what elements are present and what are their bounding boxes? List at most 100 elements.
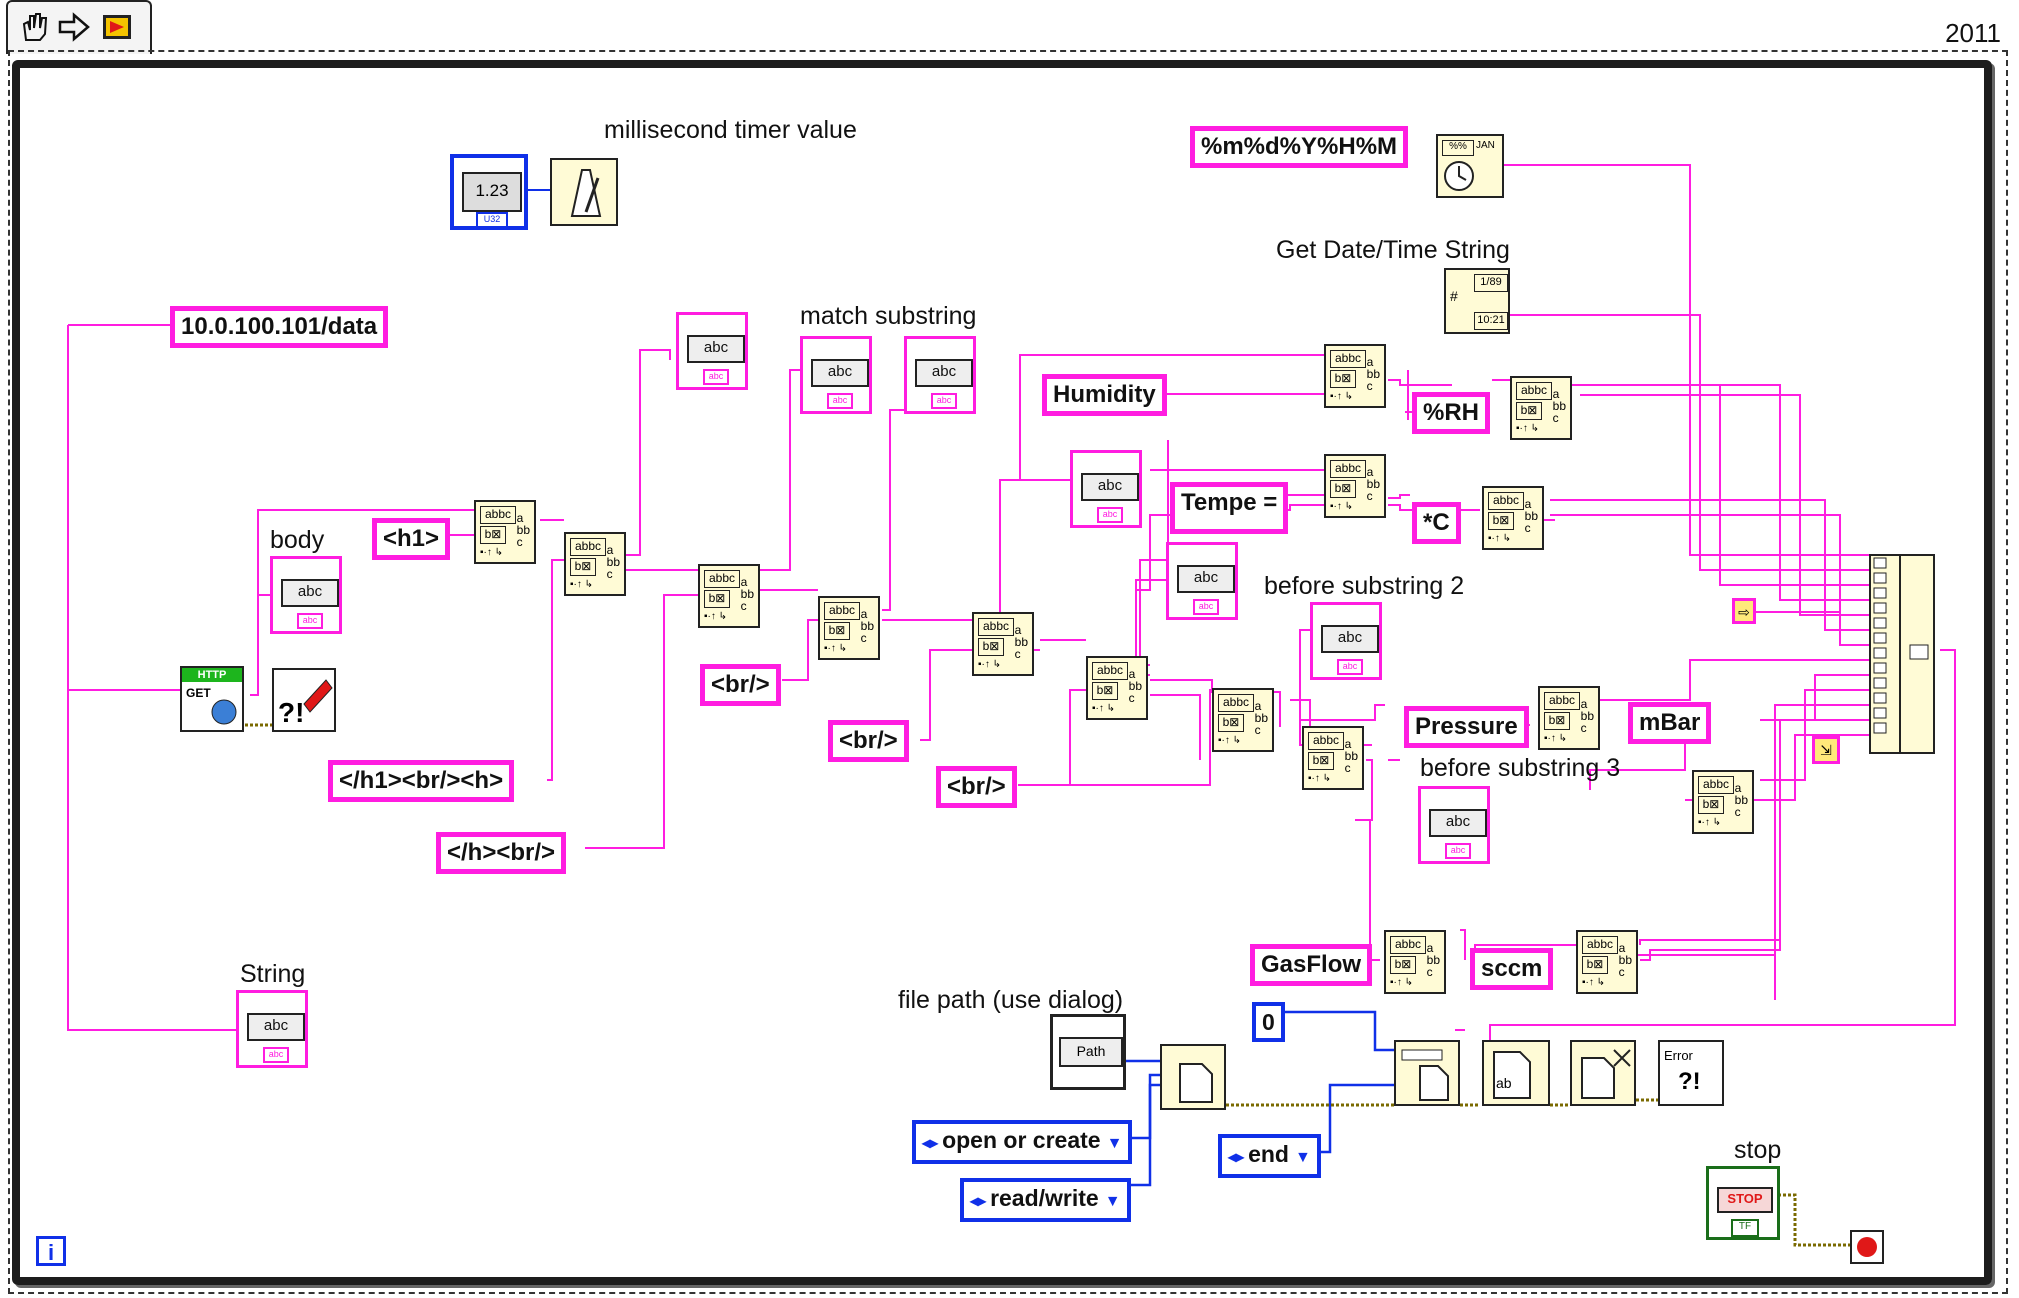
clear-errors-node[interactable]: ?! [272,668,336,732]
mbar-unit-constant[interactable]: mBar [1628,702,1712,744]
read-write-enum[interactable]: ◂▸read/write ▼ [960,1178,1131,1222]
end-value: end [1248,1141,1289,1167]
chevron-down-icon[interactable]: ▼ [1106,1135,1123,1152]
network-globe-icon [211,699,237,725]
http-get-node[interactable]: HTTP GET [180,666,244,732]
open-create-replace-file-node[interactable] [1160,1044,1226,1110]
write-file-icon: ab [1493,1051,1531,1099]
enum-arrows-icon: ◂▸ [922,1135,939,1152]
highlight-execution-icon[interactable] [100,10,136,44]
hash-icon: # [1450,288,1458,304]
datetime-format-constant[interactable]: %m%d%Y%H%M [1190,126,1409,168]
version-year: 2011 [1945,18,2001,48]
array-to-spreadsheet-icon[interactable]: ⇲ [1812,736,1840,764]
clock-icon [1444,161,1474,191]
br-constant-3[interactable]: <br/> [936,766,1017,808]
offset-zero-constant[interactable]: 0 [1252,1002,1285,1042]
hand-icon[interactable] [16,10,52,44]
end-enum[interactable]: ◂▸end ▼ [1218,1134,1321,1178]
tick-count-metronome-icon[interactable] [550,158,618,226]
eraser-icon: ?! [278,679,333,728]
run-arrow-icon[interactable] [56,10,92,44]
before-substring-3-label: before substring 3 [1420,754,1621,782]
timer-indicator[interactable]: 1.23 U32 [450,154,528,230]
h-close-constant[interactable]: </h><br/> [436,832,567,874]
calendar-icon: %% [1442,140,1474,156]
read-write-value: read/write [990,1185,1099,1211]
enum-arrows-icon: ◂▸ [1228,1149,1245,1166]
set-file-position-node[interactable] [1394,1040,1460,1106]
file-icon [1179,1063,1213,1103]
svg-text:ab: ab [1496,1075,1512,1091]
br-constant-1[interactable]: <br/> [700,664,781,706]
bundle-input-icon[interactable]: ⇨ [1732,598,1756,624]
match-substring-label: match substring [800,302,977,330]
enum-arrows-icon: ◂▸ [970,1193,987,1210]
diagram-boundary [8,50,2008,1294]
simple-error-handler-node[interactable]: Error ?! [1658,1040,1724,1106]
get-datetime-label: Get Date/Time String [1276,236,1510,264]
svg-text:?!: ?! [278,697,304,728]
open-or-create-enum[interactable]: ◂▸open or create ▼ [912,1120,1133,1164]
close-file-icon [1581,1049,1631,1099]
gasflow-constant[interactable]: GasFlow [1250,944,1373,986]
while-loop-frame [12,60,1992,1285]
chevron-down-icon[interactable]: ▼ [1104,1193,1121,1210]
chevron-down-icon[interactable]: ▼ [1294,1149,1311,1166]
file-path-control[interactable]: Path [1050,1014,1126,1090]
stop-label: stop [1734,1136,1782,1164]
open-or-create-value: open or create [942,1127,1101,1153]
ip-constant[interactable]: 10.0.100.101/data [170,306,389,348]
humidity-constant[interactable]: Humidity [1042,374,1167,416]
error-question-icon: ?! [1678,1068,1701,1095]
iteration-terminal[interactable]: i [36,1236,66,1266]
sccm-unit-constant[interactable]: sccm [1470,948,1554,990]
ms-timer-label: millisecond timer value [604,116,857,144]
rh-unit-constant[interactable]: %RH [1412,392,1491,434]
toolbar-tab [6,0,152,54]
get-datetime-string-node[interactable]: 1/89 10:21 # [1444,268,1510,334]
write-text-file-node[interactable]: ab [1482,1040,1550,1106]
stop-button-control[interactable]: STOP TF [1706,1166,1780,1240]
loop-condition-terminal[interactable] [1850,1230,1884,1264]
body-label: body [270,526,325,554]
br-constant-2[interactable]: <br/> [828,720,909,762]
close-file-node[interactable] [1570,1040,1636,1106]
stop-circle-icon [1857,1237,1877,1257]
string-label: String [240,960,306,988]
ruler-file-icon [1401,1049,1449,1101]
pressure-constant[interactable]: Pressure [1404,706,1529,748]
celsius-unit-constant[interactable]: *C [1412,502,1461,544]
before-substring-2-label: before substring 2 [1264,572,1465,600]
format-datetime-node[interactable]: %% JAN [1436,134,1504,198]
h1-close-constant[interactable]: </h1><br/><h> [328,760,515,802]
h1-constant[interactable]: <h1> [372,518,451,560]
tempe-constant[interactable]: Tempe = [1170,482,1289,534]
